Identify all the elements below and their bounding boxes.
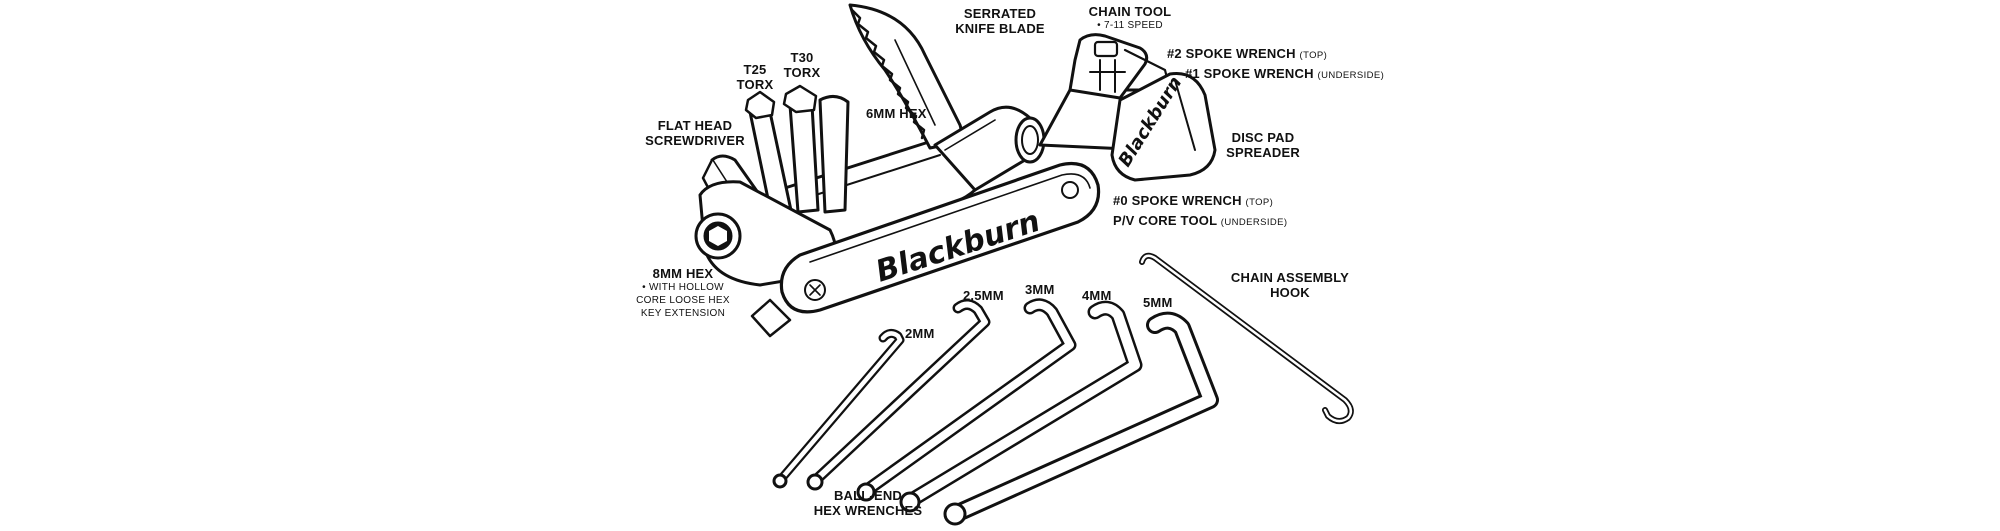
hex-key-2mm (772, 328, 905, 489)
chain-assembly-hook (1139, 252, 1354, 424)
hex-key-3mm (856, 298, 1077, 502)
label-hex-4mm: 4MM (1082, 288, 1112, 303)
label-spoke-wrench-0: #0 SPOKE WRENCH (TOP) (1113, 193, 1274, 208)
label-t30-torx: T30 TORX (783, 50, 821, 80)
label-t25-torx: T25 TORX (736, 62, 774, 92)
label-disc-pad-spreader: DISC PAD SPREADER (1226, 130, 1300, 160)
ball-end-hex-wrenches (772, 298, 1219, 526)
hex-key-4mm (899, 300, 1143, 513)
hex-key-5mm (943, 311, 1219, 526)
label-serrated-knife-blade: SERRATED KNIFE BLADE (955, 6, 1045, 36)
label-hex-5mm: 5MM (1143, 295, 1173, 310)
label-ball-end-hex-wrenches: BALL-END HEX WRENCHES (813, 488, 923, 518)
label-hex-3mm: 3MM (1025, 282, 1055, 297)
label-pv-core-tool: P/V CORE TOOL (UNDERSIDE) (1113, 213, 1288, 228)
label-hex-2-5mm: 2.5MM (963, 288, 1004, 303)
label-hex-2mm: 2MM (905, 326, 935, 341)
label-chain-tool: CHAIN TOOL • 7-11 SPEED (1088, 4, 1172, 31)
hex-key-2-5mm (806, 299, 991, 491)
label-six-mm-hex: 6MM HEX (866, 106, 927, 121)
label-chain-assembly-hook: CHAIN ASSEMBLY HOOK (1230, 270, 1350, 300)
label-spoke-wrench-1: #1 SPOKE WRENCH (UNDERSIDE) (1185, 66, 1385, 81)
label-eight-mm-hex: 8MM HEX • WITH HOLLOW CORE LOOSE HEX KEY… (636, 266, 730, 319)
label-spoke-wrench-2: #2 SPOKE WRENCH (TOP) (1167, 46, 1328, 61)
label-flat-head-screwdriver: FLAT HEAD SCREWDRIVER (645, 118, 745, 148)
